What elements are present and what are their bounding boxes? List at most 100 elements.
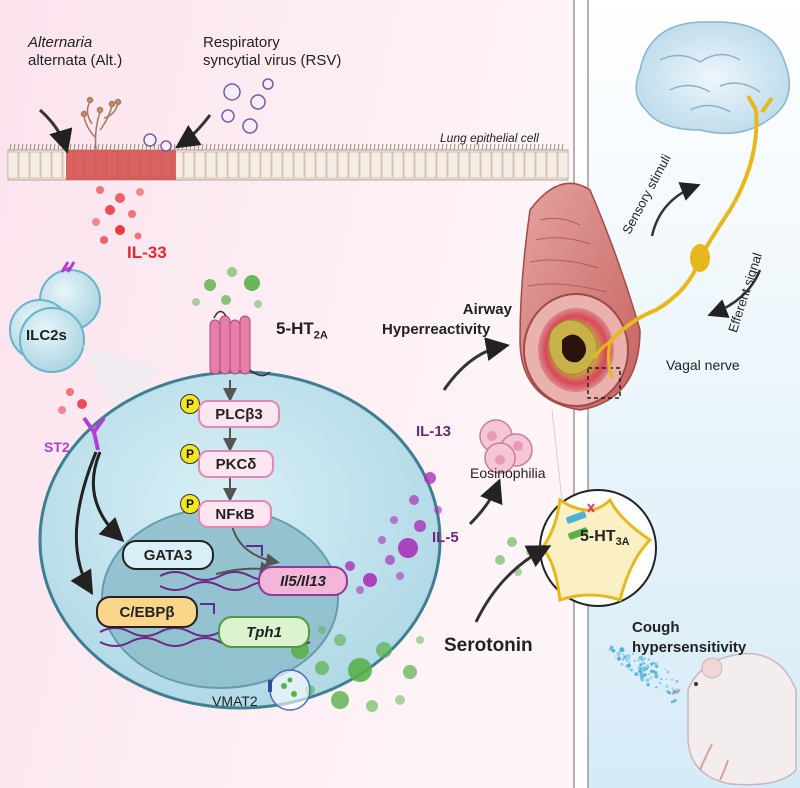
ganglion-icon	[690, 244, 710, 272]
cilium	[201, 143, 204, 151]
cilium	[21, 143, 24, 151]
vagal-nerve-label: Vagal nerve	[666, 357, 740, 373]
virus-icon	[143, 78, 274, 152]
spray-droplet	[625, 658, 629, 662]
epithelial-cell	[403, 151, 415, 179]
epithelial-cell	[238, 151, 250, 179]
cilium	[89, 143, 92, 151]
cilium	[437, 143, 440, 151]
spray-droplet	[646, 683, 650, 687]
cilium	[9, 143, 12, 151]
cilium	[525, 143, 528, 151]
il33-particles	[92, 186, 144, 244]
arrow-st2-to-cebpb	[70, 451, 98, 596]
spray-droplet	[626, 663, 631, 668]
cilium	[501, 143, 504, 151]
spray-droplet	[675, 680, 679, 683]
cilium	[257, 143, 260, 151]
cilium	[377, 143, 380, 151]
cilium	[205, 143, 208, 151]
epithelial-cell	[326, 151, 338, 179]
cilium	[33, 143, 36, 151]
cilium	[93, 143, 96, 151]
cilium	[441, 143, 444, 151]
epithelial-cell	[260, 151, 272, 179]
arrow-efferent-signal	[707, 269, 762, 318]
cilium	[173, 143, 176, 151]
spray-droplet	[649, 662, 654, 666]
rsv-label: Respiratory	[203, 34, 280, 51]
lung-epithelial-label: Lung epithelial cell	[440, 131, 539, 145]
arrow-sensory-stimuli	[650, 182, 701, 237]
cilium	[389, 143, 392, 151]
cebpb-box: C/EBPβ	[96, 596, 198, 628]
epithelial-cell	[392, 151, 404, 179]
spray-droplet	[626, 654, 631, 658]
cilium	[37, 143, 40, 151]
cilium	[369, 143, 372, 151]
cilium	[13, 143, 16, 151]
epithelial-cell	[29, 151, 41, 179]
epithelial-cell	[249, 151, 261, 179]
cilium	[137, 143, 140, 151]
cilium	[105, 143, 108, 151]
cilium	[533, 143, 536, 151]
spray-droplet	[621, 658, 625, 661]
cilium	[309, 143, 312, 151]
lung-epithelium	[7, 143, 569, 181]
spray-droplet	[628, 661, 631, 664]
epithelial-cell	[348, 151, 360, 179]
epithelial-cell	[370, 151, 382, 179]
spray-droplet	[654, 662, 658, 666]
arrow-il13-to-airway	[442, 337, 510, 391]
il5-label: IL-5	[432, 529, 459, 546]
spray-droplet	[640, 675, 643, 678]
spray-droplet	[612, 649, 615, 652]
spray-droplet	[638, 669, 643, 674]
cilium	[141, 143, 144, 151]
cilium	[233, 143, 236, 151]
arrow-rsv	[175, 114, 212, 149]
epithelial-cell	[535, 151, 547, 179]
nfkb-box: NFκB	[198, 500, 272, 528]
cilium	[297, 143, 300, 151]
receptor-5ht2a	[209, 310, 271, 377]
epithelial-cell	[271, 151, 283, 179]
epithelial-cell	[546, 151, 558, 179]
epithelial-cell	[513, 151, 525, 179]
spray-droplet	[637, 658, 640, 662]
cilium	[209, 143, 212, 151]
cilium	[85, 143, 88, 151]
epithelial-cell	[491, 151, 503, 179]
receptor-5ht2a-label: 5-HT2A	[276, 319, 328, 342]
pkcd-box: PKCδ	[198, 450, 274, 478]
spray-droplet	[637, 666, 641, 670]
cilium	[445, 143, 448, 151]
plcb3-box: PLCβ3	[198, 400, 280, 428]
epithelial-cell	[18, 151, 30, 179]
cilium	[465, 143, 468, 151]
spray-droplet	[654, 674, 659, 679]
rsv-label-line2: syncytial virus (RSV)	[203, 52, 342, 69]
spray-droplet	[672, 689, 677, 694]
epithelial-cell	[304, 151, 316, 179]
cilium	[433, 143, 436, 151]
cilium	[221, 143, 224, 151]
cilium	[133, 143, 136, 151]
eosinophil-icon	[479, 419, 533, 474]
epithelial-cell	[480, 151, 492, 179]
transcription-start-icon	[200, 603, 215, 614]
arrow-nfkb-to-genes	[231, 525, 280, 567]
epithelial-cell	[315, 151, 327, 179]
tph1-gene-box: Tph1	[218, 616, 310, 648]
cilium	[97, 143, 100, 151]
fungus-icon	[80, 96, 122, 151]
zoom-line	[551, 409, 563, 501]
arrow-serotonin-to-neuron	[474, 545, 552, 623]
cilium	[349, 143, 352, 151]
spray-droplet	[643, 666, 648, 671]
cilium	[405, 143, 408, 151]
vmat2-vesicle	[268, 669, 311, 711]
cilium	[125, 143, 128, 151]
cough-label: Cough	[632, 619, 680, 636]
